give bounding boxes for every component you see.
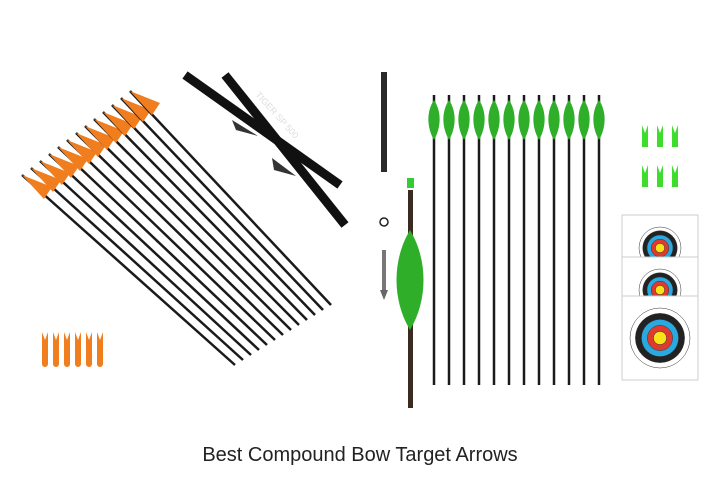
orange-nock — [86, 332, 92, 367]
orange-nock — [64, 332, 70, 367]
arrow — [66, 139, 276, 341]
orange-vane — [58, 147, 88, 171]
orange-vane — [130, 91, 160, 115]
green-nock — [657, 165, 663, 187]
orange-vane — [67, 140, 97, 164]
arrow — [30, 167, 244, 361]
orange-vane — [40, 161, 70, 185]
green-vane — [518, 100, 530, 140]
target-ring — [655, 285, 665, 295]
green-vane — [578, 100, 590, 140]
target-ring — [655, 243, 665, 253]
green-vane — [443, 100, 455, 140]
arrow — [93, 118, 300, 326]
orange-nock — [53, 332, 59, 367]
caption: Best Compound Bow Target Arrows — [202, 444, 518, 466]
arrow — [75, 132, 284, 336]
green-nock — [657, 125, 663, 147]
green-vane — [473, 100, 485, 140]
arrow — [21, 174, 236, 366]
orange-vane — [103, 112, 133, 136]
green-nocks — [642, 125, 678, 187]
arrow-closeup: TIGER SP 500 — [182, 71, 349, 228]
green-nock — [672, 165, 678, 187]
green-vane — [488, 100, 500, 140]
orange-nock — [97, 332, 103, 367]
target-faces — [621, 214, 699, 381]
orange-vane — [94, 119, 124, 143]
arrow — [129, 90, 332, 306]
green-nock — [672, 125, 678, 147]
orange-vane — [76, 133, 106, 157]
green-nock — [642, 125, 648, 147]
orange-vane — [31, 168, 61, 192]
green-vane — [548, 100, 560, 140]
orange-fletched-arrows — [21, 90, 332, 366]
target-ring — [653, 331, 667, 345]
orange-nocks — [42, 332, 103, 367]
green-vane — [458, 100, 470, 140]
orange-vane — [112, 105, 142, 129]
arrow — [48, 153, 260, 351]
single-arrow — [379, 72, 424, 408]
product-image: TIGER SP 500 — [21, 71, 699, 408]
arrow — [111, 104, 316, 316]
green-vane — [563, 100, 575, 140]
green-vane — [593, 100, 605, 140]
arrow — [84, 125, 292, 331]
green-fletched-arrows — [428, 95, 605, 385]
orange-vane — [49, 154, 79, 178]
arrow — [57, 146, 268, 346]
green-vane — [428, 100, 440, 140]
orange-vane — [22, 175, 52, 199]
arrow — [39, 160, 252, 356]
green-nock — [642, 165, 648, 187]
orange-vane — [85, 126, 115, 150]
orange-nock — [75, 332, 81, 367]
arrow — [102, 111, 308, 321]
orange-vane — [121, 98, 151, 122]
arrow — [120, 97, 324, 311]
orange-nock — [42, 332, 48, 367]
green-vane — [533, 100, 545, 140]
green-vane — [503, 100, 515, 140]
